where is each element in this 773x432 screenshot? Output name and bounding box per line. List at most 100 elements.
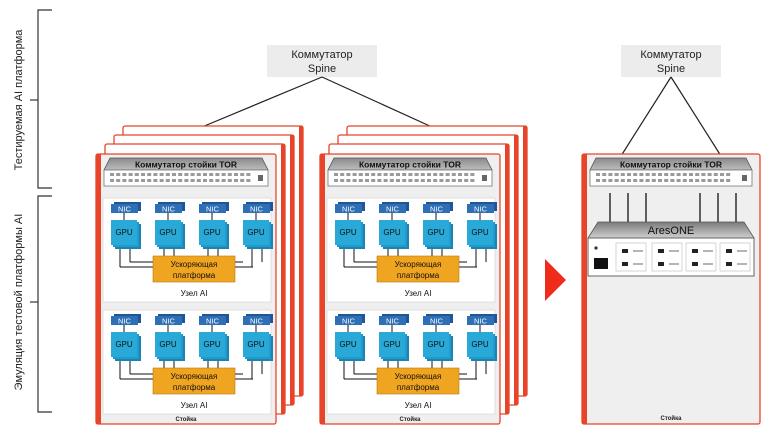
- accelerator-label-line1: Ускоряющая: [395, 372, 442, 381]
- nic-label: NIC: [250, 317, 264, 326]
- nic-card: [243, 316, 270, 325]
- nic-label: NIC: [206, 317, 220, 326]
- gpu-card: [467, 220, 493, 245]
- spine-link: [201, 76, 323, 128]
- node-label: Узел AI: [405, 401, 432, 410]
- gpu-card: [199, 220, 225, 245]
- gpu-label: GPU: [339, 228, 357, 237]
- gpu-label: GPU: [159, 228, 177, 237]
- nic-card: [243, 204, 270, 213]
- nic-label: NIC: [162, 205, 176, 214]
- ai-node: [326, 309, 496, 415]
- tester-port-module: [685, 242, 717, 272]
- tester-port-module: [615, 242, 647, 272]
- nic-card: [467, 316, 494, 325]
- nic-label: NIC: [430, 205, 444, 214]
- accelerator-platform: [152, 255, 236, 283]
- node-label: Узел AI: [181, 289, 208, 298]
- nic-label: NIC: [386, 317, 400, 326]
- nic-card: [335, 316, 362, 325]
- spine-label-line1: Коммутатор: [640, 49, 701, 61]
- spine-label-line2: Spine: [308, 63, 336, 75]
- nic-label: NIC: [430, 317, 444, 326]
- side-label-emulation: Эмуляция тестовой платформы AI: [13, 214, 25, 391]
- gpu-label: GPU: [383, 228, 401, 237]
- accelerator-label-line1: Ускоряющая: [171, 260, 218, 269]
- nic-card: [467, 204, 494, 213]
- node-label: Узел AI: [181, 401, 208, 410]
- side-bracket-bottom: [30, 195, 52, 413]
- gpu-card: [423, 332, 449, 357]
- gpu-label: GPU: [247, 228, 265, 237]
- nic-card: [199, 204, 226, 213]
- rack-label: Стойка: [661, 415, 683, 422]
- accelerator-label-line2: платформа: [397, 383, 440, 392]
- nic-label: NIC: [162, 317, 176, 326]
- gpu-card: [111, 332, 137, 357]
- tor-label: Коммутатор стойки TOR: [620, 160, 722, 170]
- nic-label: NIC: [342, 317, 356, 326]
- nic-card: [423, 204, 450, 213]
- ai-node: [102, 197, 272, 303]
- nic-label: NIC: [342, 205, 356, 214]
- arrow-icon: [545, 259, 566, 301]
- spine-link: [620, 76, 672, 157]
- side-label-tested-platform: Тестируемая AI платформа: [13, 29, 25, 171]
- power-button-icon: [594, 258, 608, 269]
- nic-card: [335, 204, 362, 213]
- nic-label: NIC: [118, 317, 132, 326]
- spine-label-line1: Коммутатор: [291, 49, 352, 61]
- gpu-label: GPU: [471, 228, 489, 237]
- accelerator-label-line2: платформа: [173, 383, 216, 392]
- nic-card: [111, 204, 138, 213]
- nic-card: [199, 316, 226, 325]
- accelerator-platform: [152, 367, 236, 395]
- gpu-card: [155, 332, 181, 357]
- gpu-card: [199, 332, 225, 357]
- gpu-label: GPU: [471, 340, 489, 349]
- accelerator-platform: [376, 367, 460, 395]
- accelerator-label-line1: Ускоряющая: [395, 260, 442, 269]
- tester-port-module: [651, 242, 683, 272]
- nic-card: [111, 316, 138, 325]
- nic-label: NIC: [386, 205, 400, 214]
- nic-label: NIC: [474, 205, 488, 214]
- spine-link: [670, 76, 722, 157]
- gpu-card: [467, 332, 493, 357]
- rack-tester: Стойка: [581, 153, 761, 425]
- node-label: Узел AI: [405, 289, 432, 298]
- gpu-card: [243, 332, 269, 357]
- tor-label: Коммутатор стойки TOR: [359, 160, 461, 170]
- gpu-label: GPU: [115, 340, 133, 349]
- accelerator-label-line2: платформа: [173, 271, 216, 280]
- gpu-card: [379, 332, 405, 357]
- nic-label: NIC: [250, 205, 264, 214]
- gpu-label: GPU: [115, 228, 133, 237]
- rack-label: Стойка: [176, 416, 198, 423]
- rack-group-middle: Коммутатор стойки TOR NIC GPU NIC GPU NIC GPU N…: [319, 125, 528, 425]
- gpu-label: GPU: [427, 228, 445, 237]
- nic-card: [423, 316, 450, 325]
- nic-card: [155, 204, 182, 213]
- gpu-card: [335, 332, 361, 357]
- nic-card: [379, 316, 406, 325]
- ai-node: [326, 197, 496, 303]
- rack-label: Стойка: [400, 416, 422, 423]
- rack-group-left: Коммутатор стойки TOR NIC GPU NIC GPU NIC GPU N…: [95, 125, 304, 425]
- tester-port-module: [719, 242, 751, 272]
- gpu-label: GPU: [339, 340, 357, 349]
- spine-link: [321, 76, 433, 128]
- gpu-card: [155, 220, 181, 245]
- tester-label: AresONE: [648, 225, 694, 237]
- accelerator-platform: [376, 255, 460, 283]
- tor-switch-right: Коммутатор стойки TOR: [589, 157, 753, 187]
- gpu-label: GPU: [427, 340, 445, 349]
- nic-label: NIC: [206, 205, 220, 214]
- nic-label: NIC: [118, 205, 132, 214]
- tor-label: Коммутатор стойки TOR: [135, 160, 237, 170]
- gpu-label: GPU: [203, 340, 221, 349]
- gpu-label: GPU: [159, 340, 177, 349]
- side-bracket-top: [30, 9, 52, 189]
- gpu-label: GPU: [383, 340, 401, 349]
